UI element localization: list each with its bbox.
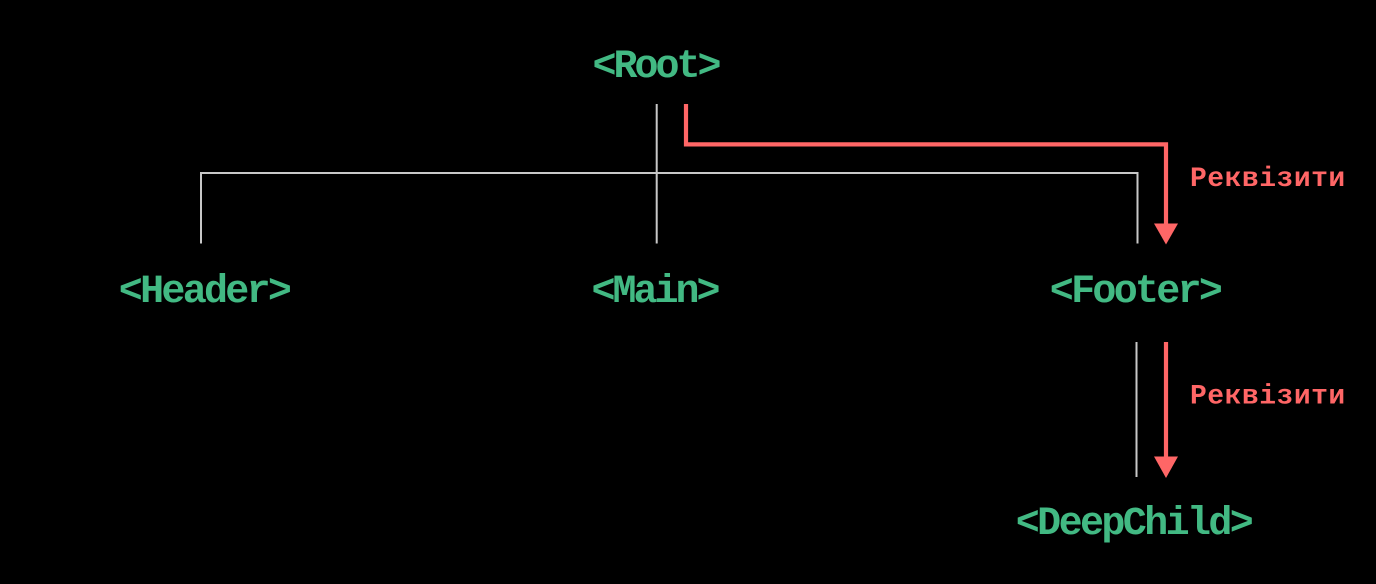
svg-text:<Root>: <Root> xyxy=(592,45,720,90)
svg-text:<Main>: <Main> xyxy=(591,270,719,315)
svg-text:<Header>: <Header> xyxy=(119,270,291,315)
svg-text:Реквізити: Реквізити xyxy=(1190,381,1346,412)
svg-text:Реквізити: Реквізити xyxy=(1190,164,1346,195)
svg-text:<Footer>: <Footer> xyxy=(1050,270,1222,315)
svg-text:<DeepChild>: <DeepChild> xyxy=(1016,502,1253,547)
